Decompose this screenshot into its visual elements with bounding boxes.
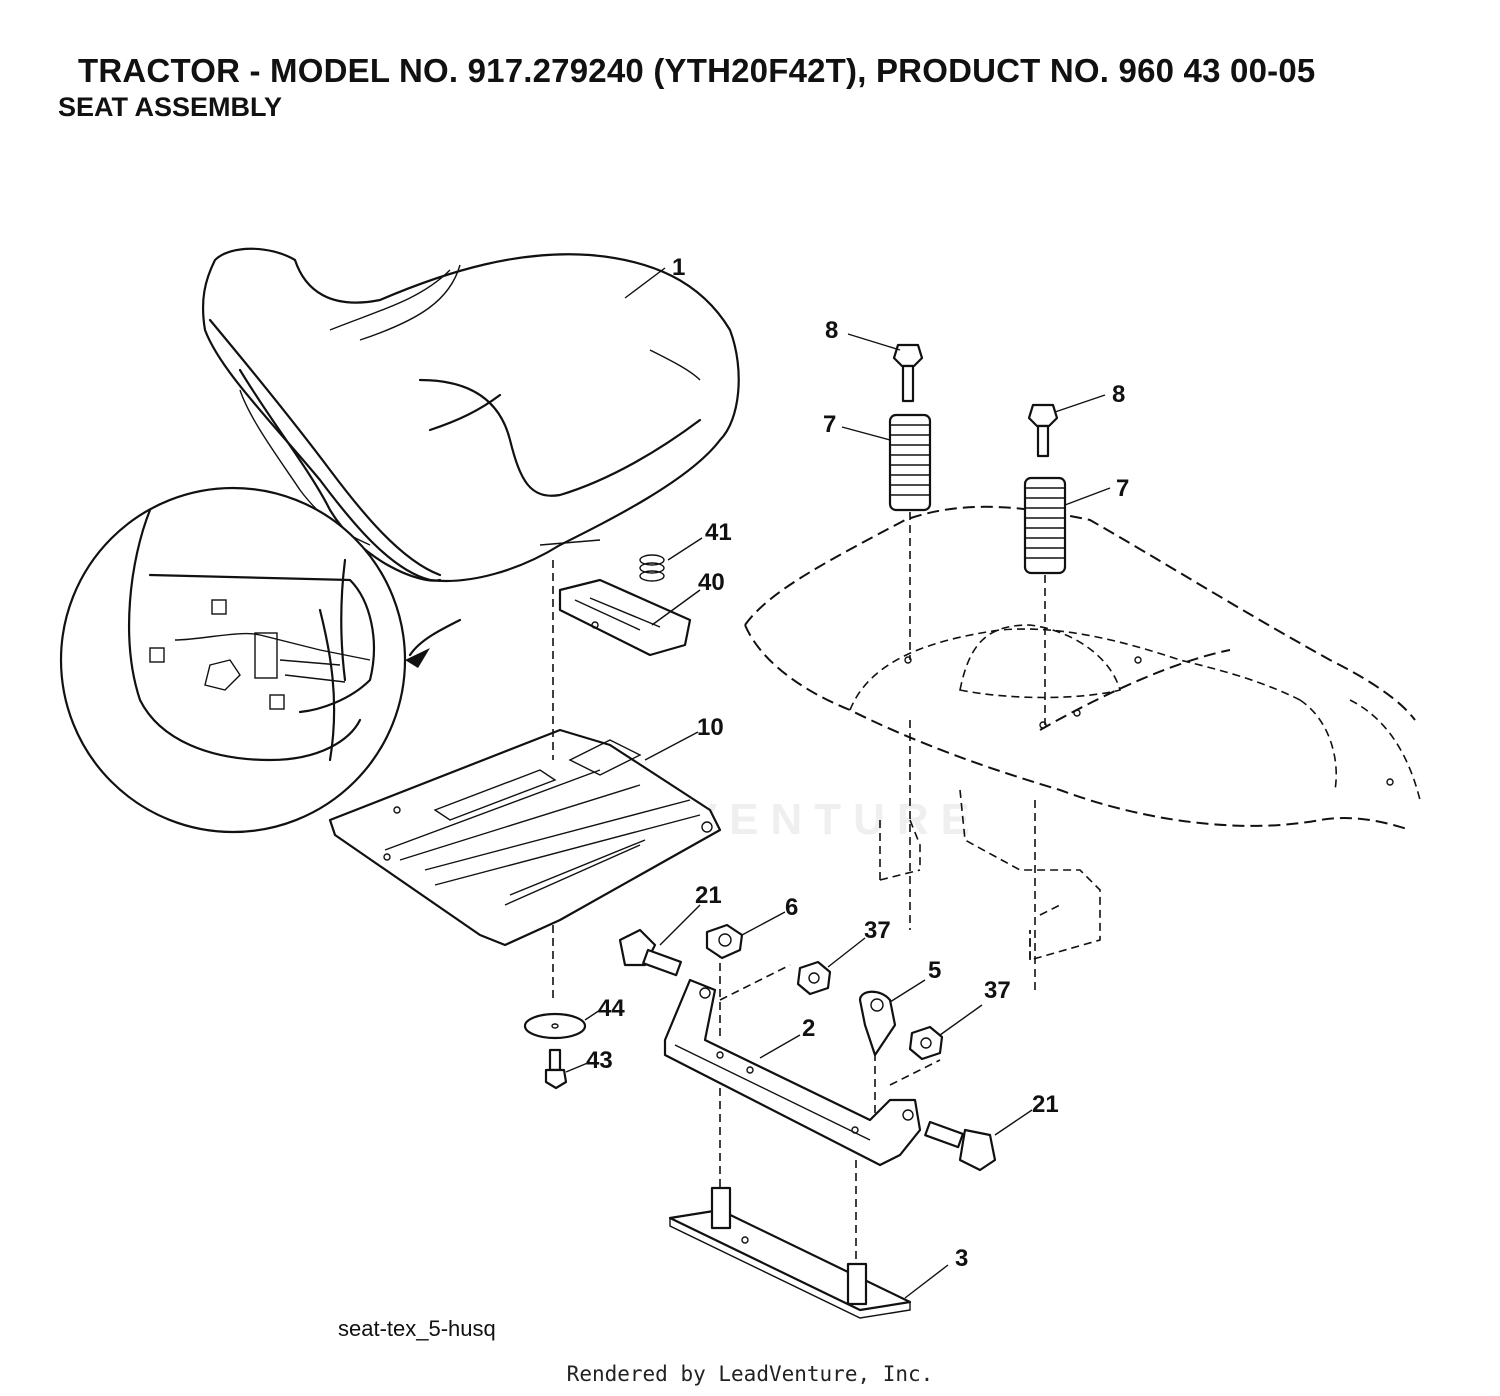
callout-8-left: 8: [825, 317, 838, 344]
page-subtitle: SEAT ASSEMBLY: [58, 92, 283, 122]
callout-40: 40: [698, 569, 725, 596]
part-44-washer: [523, 1012, 587, 1040]
part-7-spring-right: [1023, 476, 1067, 575]
callout-6: 6: [785, 894, 798, 921]
callout-5: 5: [928, 957, 941, 984]
footer-credit: Rendered by LeadVenture, Inc.: [566, 1362, 934, 1386]
fender-outline: [744, 505, 1421, 962]
part-21-bolt-right: [924, 1120, 997, 1172]
diagram-reference: seat-tex_5-husq: [338, 1316, 496, 1341]
callout-41: 41: [705, 519, 732, 546]
callouts: 1 8 8 7 7 41 40 10 21 6 37 5 37 2 44 43 …: [586, 254, 1129, 1272]
part-41-spring: [639, 554, 665, 582]
part-7-spring-left: [888, 413, 932, 512]
part-5-clip: [858, 990, 897, 1057]
part-8-bolt-right: [1027, 403, 1059, 458]
part-37-nut-lower: [908, 1025, 944, 1061]
callout-21-right: 21: [1032, 1091, 1059, 1118]
callout-10: 10: [697, 714, 724, 741]
callout-7-right: 7: [1116, 475, 1129, 502]
page-title: TRACTOR - MODEL NO. 917.279240 (YTH20F42…: [78, 52, 1316, 89]
callout-7-left: 7: [823, 411, 836, 438]
part-6-nut: [705, 923, 744, 960]
part-10-seat-pan: [328, 728, 722, 947]
callout-43: 43: [586, 1047, 613, 1074]
alignment-lines: [552, 512, 1046, 1260]
callout-37-lower: 37: [984, 977, 1011, 1004]
callout-44: 44: [598, 995, 625, 1022]
part-8-bolt-left: [892, 343, 924, 403]
part-43-bolt: [544, 1048, 568, 1090]
seat: [201, 247, 740, 582]
callout-1: 1: [672, 254, 685, 281]
callout-2: 2: [802, 1015, 815, 1042]
callout-21-left: 21: [695, 882, 722, 909]
part-2-bracket: [663, 978, 922, 1167]
part-3-plate: [668, 1186, 912, 1319]
callout-37-upper: 37: [864, 917, 891, 944]
part-21-bolt-left: [618, 928, 682, 977]
callout-8-right: 8: [1112, 381, 1125, 408]
detail-circle: [59, 486, 462, 834]
callout-3: 3: [955, 1245, 968, 1272]
leader-lines: [565, 267, 1111, 1299]
part-40-bracket: [558, 578, 692, 657]
seat-pan-slots: [504, 839, 646, 906]
part-37-nut-upper: [796, 960, 832, 996]
